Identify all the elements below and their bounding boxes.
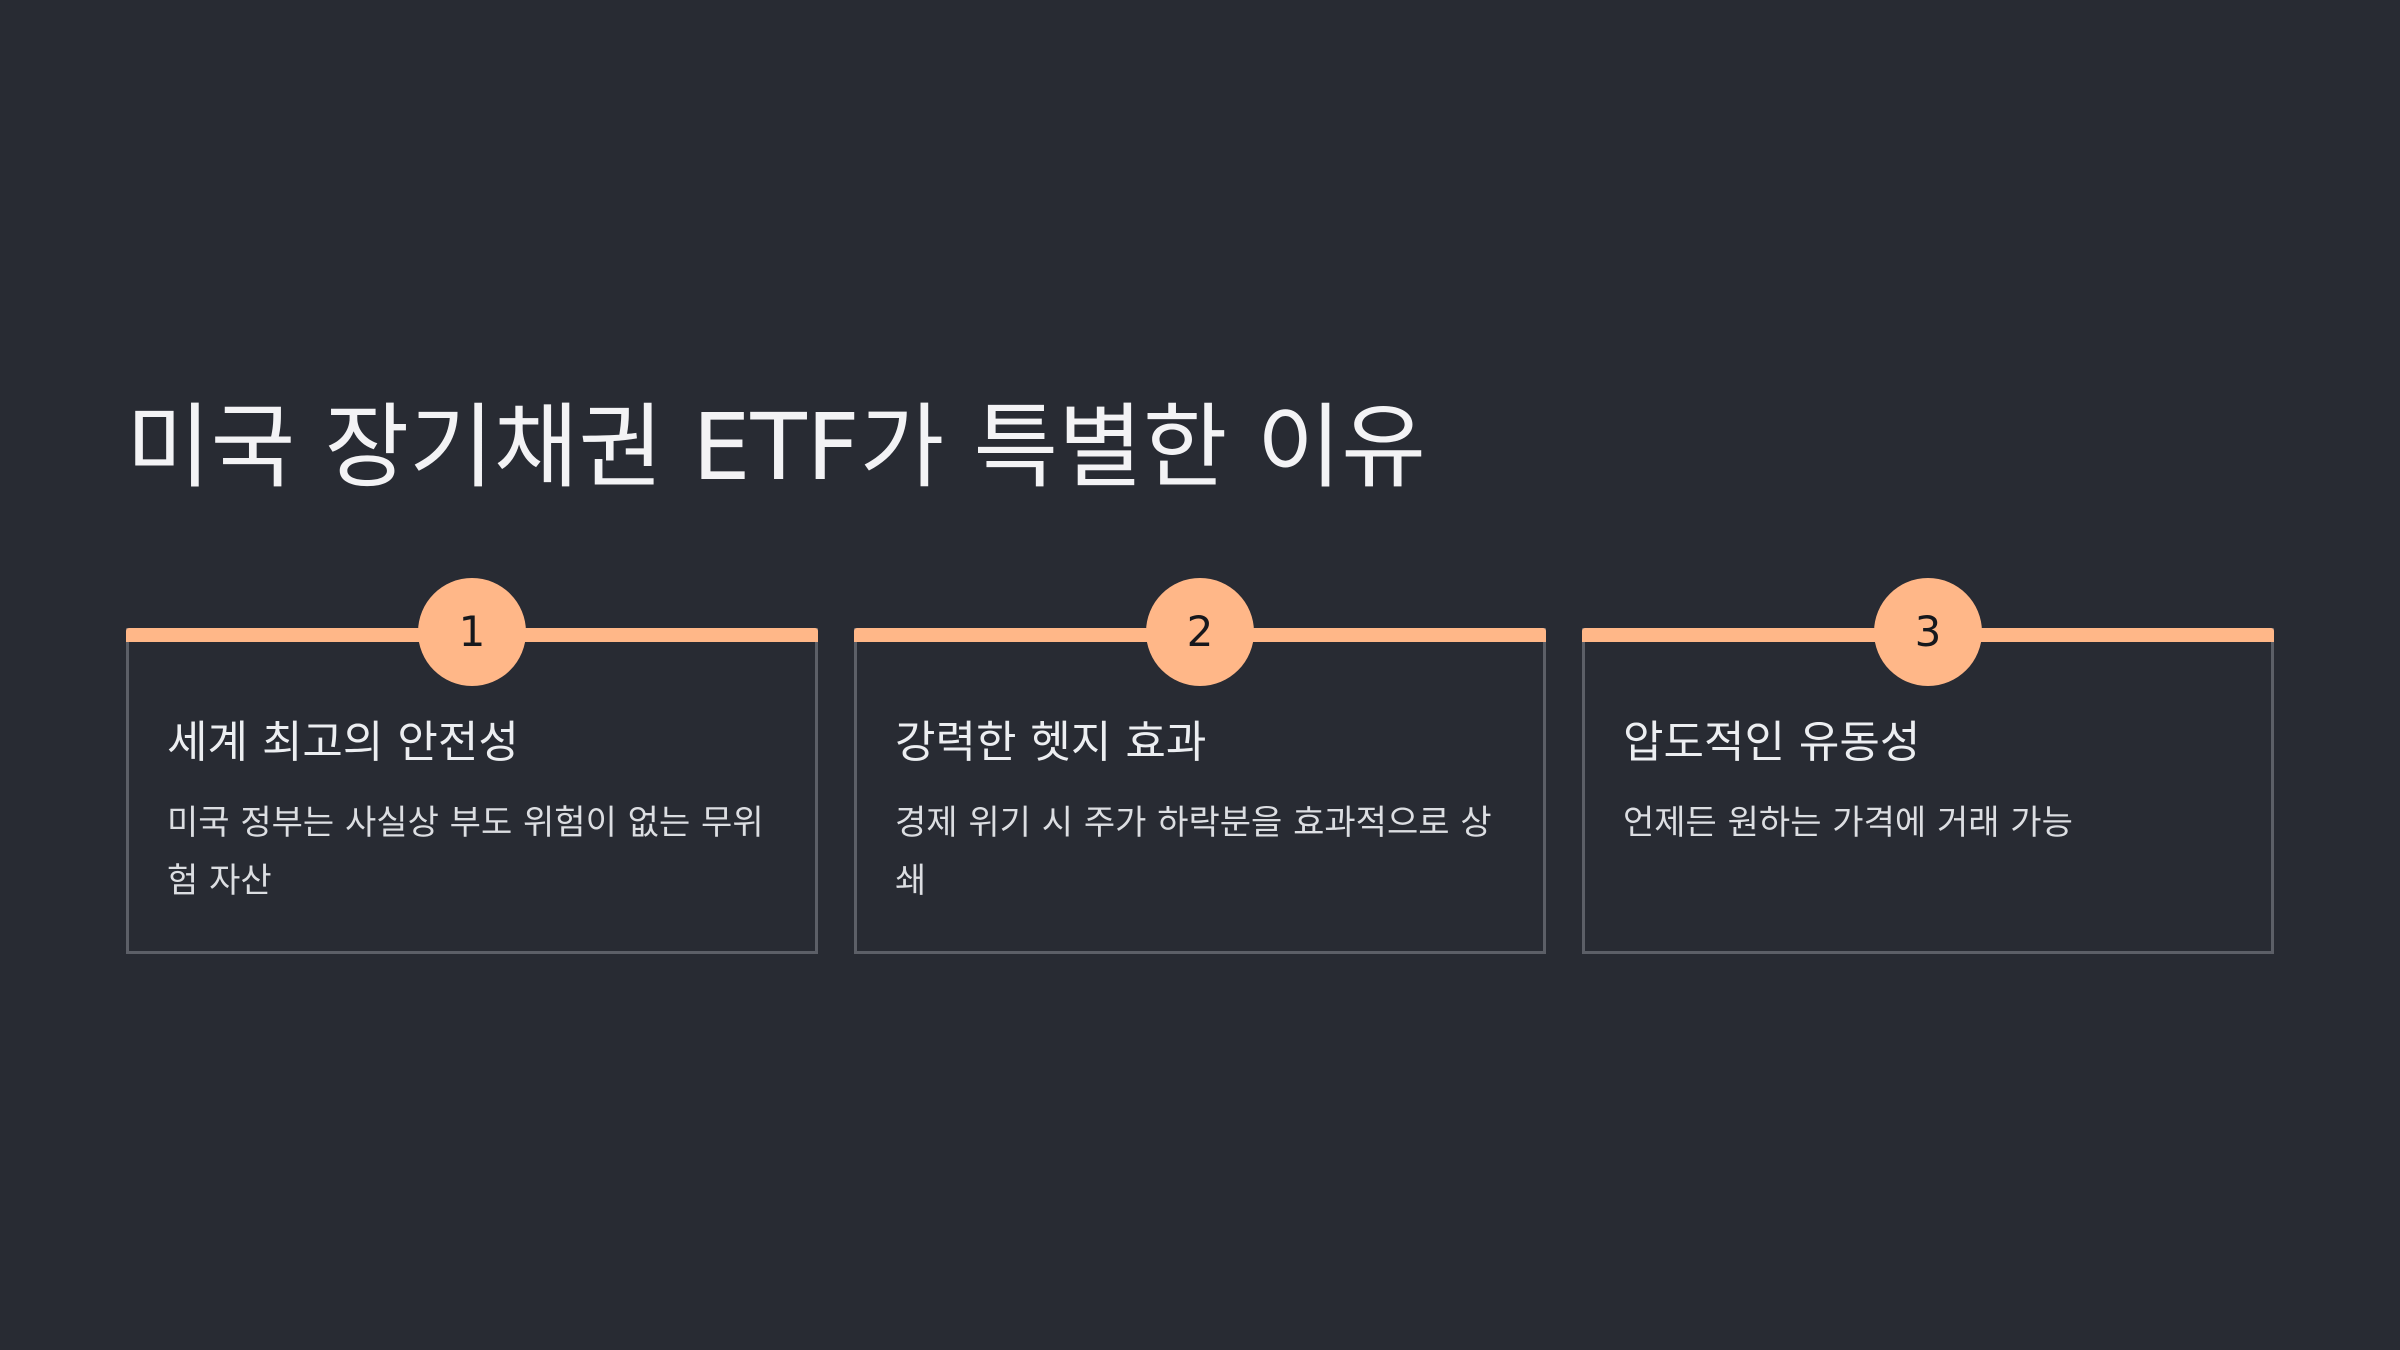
feature-card-1: 1 세계 최고의 안전성 미국 정부는 사실상 부도 위험이 없는 무위험 자산 xyxy=(126,578,818,954)
card-description: 경제 위기 시 주가 하락분을 효과적으로 상쇄 xyxy=(895,803,1492,901)
feature-card-2: 2 강력한 헷지 효과 경제 위기 시 주가 하락분을 효과적으로 상쇄 xyxy=(854,578,1546,954)
card-number-badge: 3 xyxy=(1874,578,1982,686)
card-number-badge: 2 xyxy=(1146,578,1254,686)
slide-title: 미국 장기채권 ETF가 특별한 이유 xyxy=(126,394,1426,501)
card-title: 세계 최고의 안전성 xyxy=(167,717,519,768)
feature-card-3: 3 압도적인 유동성 언제든 원하는 가격에 거래 가능 xyxy=(1582,578,2274,954)
card-title: 압도적인 유동성 xyxy=(1623,717,1921,768)
card-number-badge: 1 xyxy=(418,578,526,686)
card-description: 미국 정부는 사실상 부도 위험이 없는 무위험 자산 xyxy=(167,803,764,901)
card-title: 강력한 헷지 효과 xyxy=(895,717,1207,768)
card-description: 언제든 원하는 가격에 거래 가능 xyxy=(1623,803,2073,843)
